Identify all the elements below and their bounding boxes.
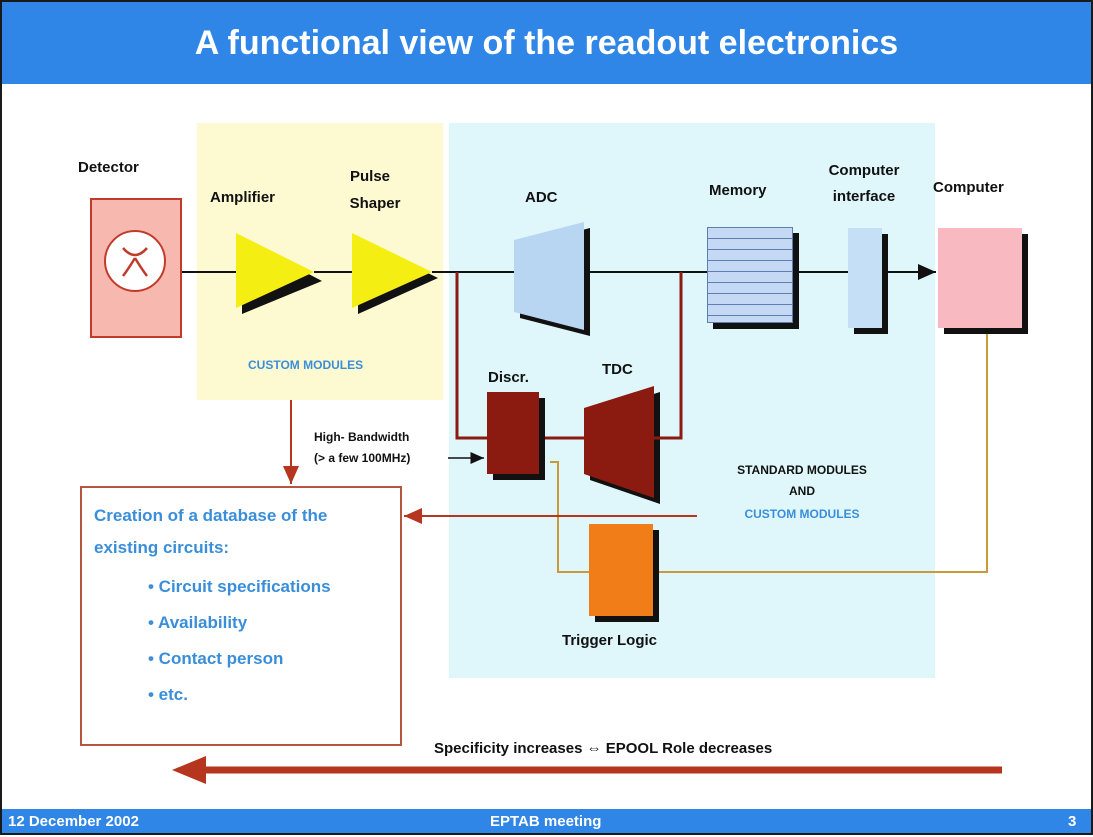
standard-modules-label-line2: AND bbox=[789, 484, 815, 498]
slide-title: A functional view of the readout electro… bbox=[2, 2, 1091, 84]
list-item: • etc. bbox=[148, 685, 188, 704]
tdc-symbol bbox=[584, 386, 660, 504]
discriminator-block bbox=[487, 392, 539, 474]
branch-wire-left bbox=[455, 272, 487, 440]
amplifier-symbol bbox=[236, 233, 322, 314]
computer-interface-block bbox=[848, 228, 882, 328]
memory-block bbox=[707, 227, 793, 323]
amplifier-label: Amplifier bbox=[210, 189, 276, 206]
database-title: Creation of a database of the existing c… bbox=[94, 506, 328, 557]
footer-date: 12 December 2002 bbox=[8, 813, 139, 830]
computer-interface-label-line2: interface bbox=[832, 188, 896, 205]
adc-symbol bbox=[514, 222, 590, 336]
database-box: Creation of a database of the existing c… bbox=[80, 486, 402, 746]
pulse-shaper-label-line1: Pulse bbox=[349, 168, 391, 185]
standard-modules-label-line3: CUSTOM MODULES bbox=[744, 507, 860, 521]
trigger-logic-label: Trigger Logic bbox=[562, 632, 658, 649]
list-item: • Contact person bbox=[148, 649, 284, 668]
computer-interface-label-line1: Computer bbox=[828, 162, 900, 179]
pulse-shaper-symbol bbox=[352, 233, 438, 314]
detector-label: Detector bbox=[78, 159, 139, 176]
detector-icon bbox=[104, 230, 166, 292]
high-bandwidth-label-line2: (> a few 100MHz) bbox=[314, 451, 411, 465]
standard-modules-label-line1: STANDARD MODULES bbox=[737, 463, 867, 477]
custom-modules-label: CUSTOM MODULES bbox=[248, 358, 364, 372]
adc-label: ADC bbox=[525, 189, 558, 206]
specificity-label: Specificity increases ⇔ EPOOL Role decre… bbox=[434, 740, 773, 757]
list-item: • Circuit specifications bbox=[148, 577, 331, 596]
slide-footer: 12 December 2002 EPTAB meeting 3 bbox=[2, 809, 1091, 833]
trigger-logic-block bbox=[589, 524, 653, 616]
tdc-label: TDC bbox=[602, 361, 633, 378]
high-bandwidth-label-line1: High- Bandwidth bbox=[314, 430, 410, 444]
computer-to-trigger-wire bbox=[659, 334, 988, 573]
list-item: • Availability bbox=[148, 613, 248, 632]
branch-wire-right bbox=[654, 272, 683, 440]
computer-label: Computer bbox=[933, 179, 1004, 196]
pulse-shaper-label-line2: Shaper bbox=[349, 195, 401, 212]
database-item-list: • Circuit specifications • Availability … bbox=[148, 576, 331, 720]
footer-meeting: EPTAB meeting bbox=[490, 813, 602, 830]
computer-block bbox=[938, 228, 1022, 328]
footer-page-number: 3 bbox=[1068, 813, 1077, 830]
discr-label: Discr. bbox=[488, 369, 529, 386]
detector-box bbox=[90, 198, 182, 338]
memory-label: Memory bbox=[709, 182, 767, 199]
specificity-arrow bbox=[172, 756, 1002, 784]
